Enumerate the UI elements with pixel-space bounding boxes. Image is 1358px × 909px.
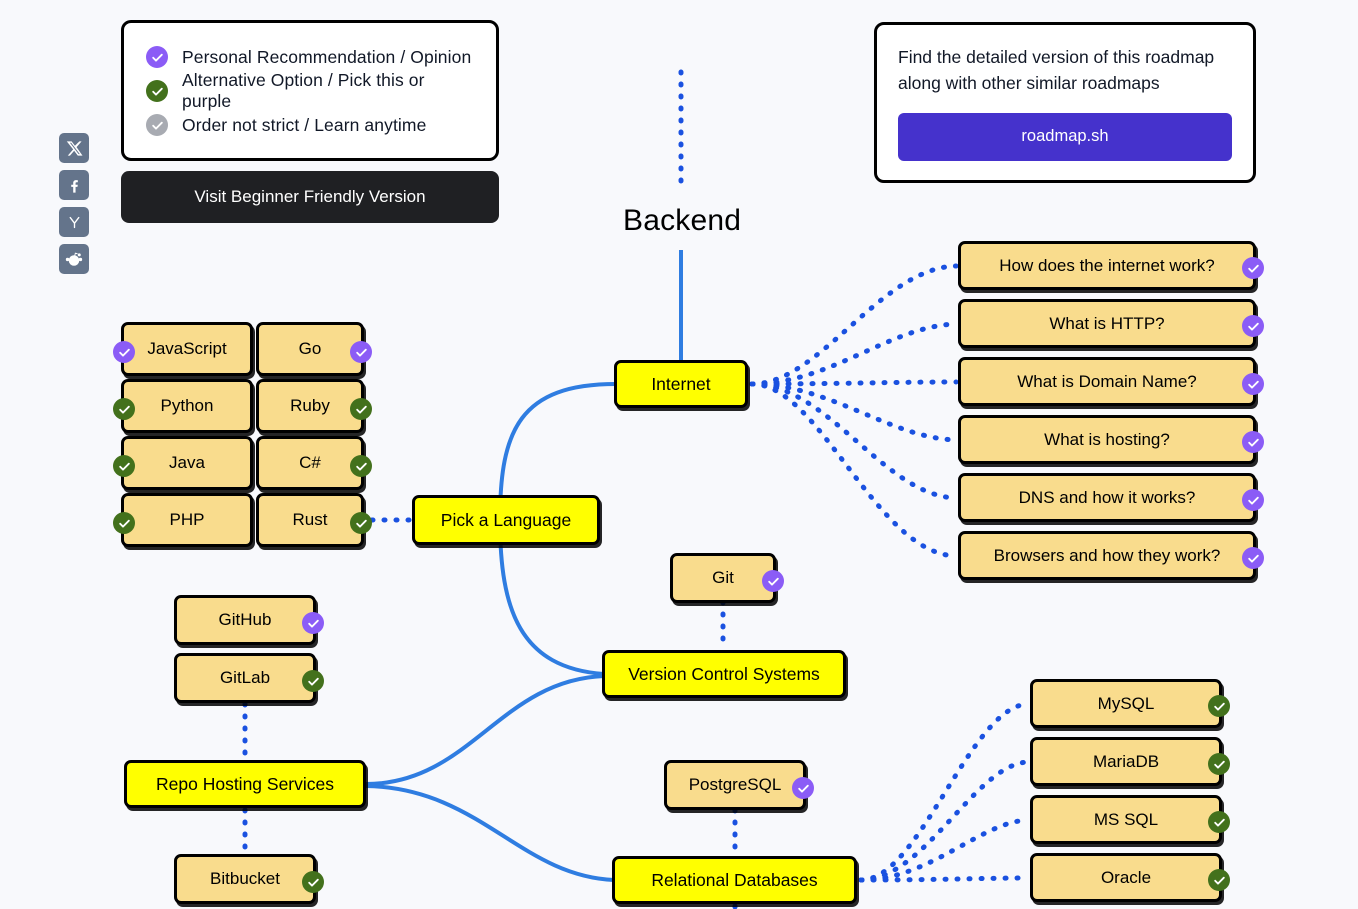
node-label: PHP (169, 510, 205, 529)
node-label: Internet (651, 373, 711, 394)
node-how-does-the-internet-work[interactable]: How does the internet work? (958, 241, 1264, 290)
node-label: GitHub (218, 610, 272, 629)
node-label: Python (160, 396, 214, 415)
check-circle-icon (1208, 869, 1230, 891)
node-label: JavaScript (147, 339, 227, 358)
node-label: Repo Hosting Services (156, 773, 334, 794)
node-pick-a-language[interactable]: Pick a Language (412, 495, 600, 545)
node-browsers-and-how-they-work[interactable]: Browsers and how they work? (958, 531, 1264, 580)
check-circle-icon (1242, 431, 1264, 453)
check-circle-icon (302, 670, 324, 692)
promo-text: Find the detailed version of this roadma… (898, 47, 1215, 93)
check-circle-icon (1208, 695, 1230, 717)
check-circle-icon (146, 80, 168, 102)
node-bitbucket[interactable]: Bitbucket (174, 854, 324, 904)
node-csharp[interactable]: C# (256, 436, 372, 490)
node-label: Go (298, 339, 322, 358)
reddit-icon[interactable] (59, 244, 89, 274)
node-label: How does the internet work? (999, 255, 1215, 275)
node-label: Browsers and how they work? (993, 545, 1221, 565)
check-circle-icon (350, 512, 372, 534)
check-circle-icon (1208, 811, 1230, 833)
check-circle-icon (1242, 373, 1264, 395)
check-circle-icon (350, 455, 372, 477)
node-what-is-hosting[interactable]: What is hosting? (958, 415, 1264, 464)
node-relational-databases[interactable]: Relational Databases (612, 856, 857, 904)
node-mariadb[interactable]: MariaDB (1030, 737, 1230, 786)
node-git[interactable]: Git (670, 553, 784, 603)
node-ruby[interactable]: Ruby (256, 379, 372, 433)
check-circle-icon (350, 398, 372, 420)
node-label: GitLab (219, 668, 271, 687)
node-java[interactable]: Java (113, 436, 253, 490)
node-label: Pick a Language (440, 509, 572, 530)
node-label: Bitbucket (210, 869, 280, 888)
node-label: Ruby (290, 396, 330, 415)
roadmap-sh-button[interactable]: roadmap.sh (898, 112, 1232, 161)
node-gitlab[interactable]: GitLab (174, 653, 324, 703)
node-label: Version Control Systems (628, 663, 820, 684)
node-repo-hosting-services[interactable]: Repo Hosting Services (124, 760, 366, 808)
hackernews-icon[interactable] (59, 207, 89, 237)
node-go[interactable]: Go (256, 322, 372, 376)
node-label: Relational Databases (651, 869, 818, 890)
check-circle-icon (113, 341, 135, 363)
check-circle-icon (762, 570, 784, 592)
node-label: MariaDB (1092, 751, 1160, 771)
node-mysql[interactable]: MySQL (1030, 679, 1230, 728)
node-what-is-domain-name[interactable]: What is Domain Name? (958, 357, 1264, 406)
node-label: What is Domain Name? (1017, 371, 1197, 391)
legend-item-label: Personal Recommendation / Opinion (182, 46, 472, 67)
node-javascript[interactable]: JavaScript (113, 322, 253, 376)
node-label: MySQL (1097, 693, 1155, 713)
node-version-control-systems[interactable]: Version Control Systems (602, 650, 846, 698)
node-label: DNS and how it works? (1018, 487, 1196, 507)
roadmap-promo-card: Find the detailed version of this roadma… (874, 22, 1256, 183)
node-rust[interactable]: Rust (256, 493, 372, 547)
node-github[interactable]: GitHub (174, 595, 324, 645)
node-internet[interactable]: Internet (614, 360, 748, 408)
check-circle-icon (146, 114, 168, 136)
x-twitter-icon[interactable] (59, 133, 89, 163)
node-postgresql[interactable]: PostgreSQL (664, 760, 814, 810)
page-title: Backend (623, 204, 742, 237)
node-label: Rust (292, 510, 328, 529)
node-label: Java (169, 453, 205, 472)
check-circle-icon (146, 46, 168, 68)
check-circle-icon (302, 612, 324, 634)
social-share-rail (59, 133, 89, 274)
visit-beginner-friendly-version-button[interactable]: Visit Beginner Friendly Version (121, 171, 499, 223)
legend-item-label: Alternative Option / Pick this or purple (182, 70, 425, 111)
check-circle-icon (302, 871, 324, 893)
legend-item-label: Order not strict / Learn anytime (182, 114, 427, 135)
node-oracle[interactable]: Oracle (1030, 853, 1230, 902)
node-python[interactable]: Python (113, 379, 253, 433)
legend-item: Order not strict / Learn anytime (146, 108, 476, 142)
node-label: What is hosting? (1044, 429, 1170, 449)
node-label: What is HTTP? (1049, 313, 1165, 333)
check-circle-icon (113, 398, 135, 420)
node-label: C# (299, 453, 321, 472)
check-circle-icon (1242, 257, 1264, 279)
check-circle-icon (113, 455, 135, 477)
facebook-icon[interactable] (59, 170, 89, 200)
check-circle-icon (350, 341, 372, 363)
legend-item: Alternative Option / Pick this or purple (146, 70, 476, 111)
check-circle-icon (1242, 315, 1264, 337)
node-label: Oracle (1100, 867, 1152, 887)
node-label: Git (712, 568, 734, 587)
check-circle-icon (113, 512, 135, 534)
legend-card: Personal Recommendation / Opinion Altern… (121, 20, 499, 161)
check-circle-icon (792, 777, 814, 799)
node-what-is-http[interactable]: What is HTTP? (958, 299, 1264, 348)
check-circle-icon (1242, 489, 1264, 511)
node-php[interactable]: PHP (113, 493, 253, 547)
check-circle-icon (1208, 753, 1230, 775)
node-label: MS SQL (1093, 809, 1159, 829)
legend-item: Personal Recommendation / Opinion (146, 40, 476, 74)
node-dns-and-how-it-works[interactable]: DNS and how it works? (958, 473, 1264, 522)
node-ms-sql[interactable]: MS SQL (1030, 795, 1230, 844)
node-label: PostgreSQL (688, 775, 782, 794)
check-circle-icon (1242, 547, 1264, 569)
